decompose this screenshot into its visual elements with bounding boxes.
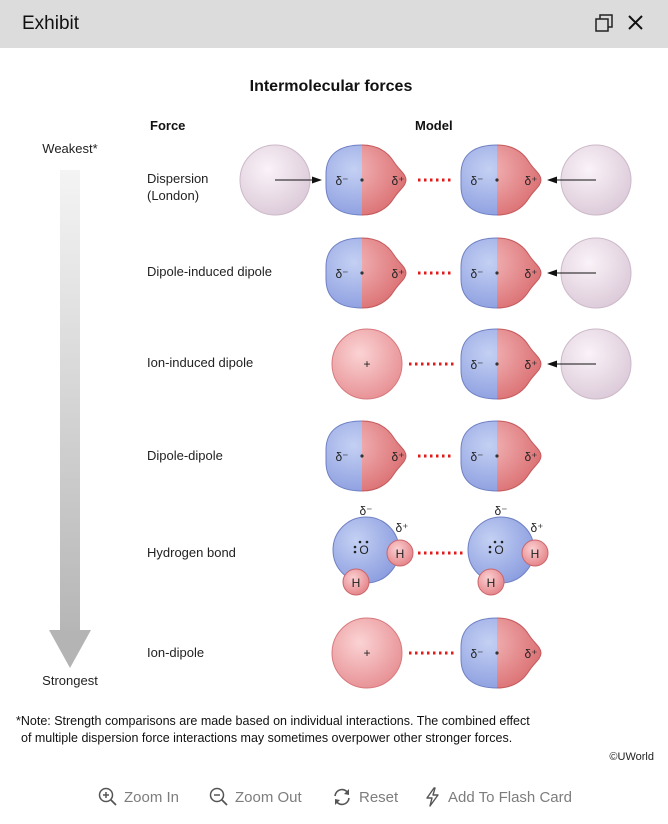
strength-arrow: [49, 170, 91, 668]
delta-minus-label: δ⁻: [470, 450, 483, 464]
delta-minus-label: δ⁻: [335, 267, 348, 281]
hydrogen-atom: [477, 568, 505, 596]
hydrogen-label: H: [487, 576, 496, 590]
zoom-out-icon: [209, 787, 228, 806]
lightning-bolt-icon: [426, 787, 439, 807]
force-column-header: Force: [150, 118, 185, 133]
row-label-hydrogen-bond: Hydrogen bond: [147, 545, 236, 560]
ion-induced-dipole-model: + δ⁻ δ⁺: [331, 328, 632, 400]
delta-minus-label: δ⁻: [359, 504, 372, 518]
row-label-ion-induced-dipole: Ion-induced dipole: [147, 355, 253, 370]
row-label-dipole-induced-dipole: Dipole-induced dipole: [147, 264, 272, 279]
close-icon: [628, 15, 643, 30]
intermolecular-forces-figure: Intermolecular forces Force Model Weakes…: [16, 78, 654, 763]
oxygen-label: O: [494, 543, 503, 557]
plus-label: +: [363, 646, 370, 660]
row-label-dispersion-line2: (London): [147, 188, 199, 203]
strongest-label: Strongest: [42, 673, 98, 688]
row-label-dipole-dipole: Dipole-dipole: [147, 448, 223, 463]
zoom-in-button[interactable]: Zoom In: [98, 784, 179, 810]
hydrogen-label: H: [396, 547, 405, 561]
plus-label: +: [363, 357, 370, 371]
restore-window-button[interactable]: [590, 10, 618, 38]
row-label-dispersion: Dispersion (London): [147, 171, 212, 203]
delta-plus-label: δ⁺: [391, 267, 404, 281]
delta-minus-label: δ⁻: [470, 267, 483, 281]
zoom-out-label: Zoom Out: [235, 788, 302, 806]
row-label-ion-dipole: Ion-dipole: [147, 645, 204, 660]
delta-plus-label: δ⁺: [391, 174, 404, 188]
row-label-dispersion-line1: Dispersion: [147, 171, 208, 186]
window-title: Exhibit: [22, 13, 80, 34]
hydrogen-label: H: [352, 576, 361, 590]
hydrogen-atom: [521, 539, 549, 567]
copyright: ©UWorld: [609, 751, 654, 763]
delta-plus-label: δ⁺: [524, 174, 537, 188]
delta-minus-label: δ⁻: [494, 504, 507, 518]
hydrogen-atom: [342, 568, 370, 596]
close-button[interactable]: [622, 10, 650, 38]
add-to-flash-card-button[interactable]: Add To Flash Card: [424, 784, 572, 810]
reset-button[interactable]: Reset: [331, 784, 398, 810]
note-line-2: of multiple dispersion force interaction…: [21, 731, 512, 745]
zoom-out-button[interactable]: Zoom Out: [209, 784, 302, 810]
delta-plus-label: δ⁺: [524, 647, 537, 661]
delta-plus-label: δ⁺: [524, 358, 537, 372]
hydrogen-label: H: [531, 547, 540, 561]
zoom-in-label: Zoom In: [124, 788, 180, 806]
dipole-induced-dipole-model: δ⁻ δ⁺ δ⁻ δ⁺: [326, 237, 632, 309]
hydrogen-bond-model: δ⁻ O H δ⁺ H δ⁻ O H δ⁺ H: [332, 504, 549, 596]
model-column-header: Model: [415, 118, 453, 133]
zoom-in-icon: [98, 787, 117, 806]
exhibit-toolbar: Zoom In Zoom Out Reset Add To Flash Card: [0, 778, 668, 814]
dispersion-model: δ⁻ δ⁺ δ⁻ δ⁺: [239, 144, 632, 216]
ion: [331, 617, 403, 689]
note-line-1: *Note: Strength comparisons are made bas…: [16, 714, 530, 728]
weakest-label: Weakest*: [42, 141, 97, 156]
delta-plus-label: δ⁺: [530, 521, 543, 535]
delta-minus-label: δ⁻: [335, 450, 348, 464]
figure-heading: Intermolecular forces: [250, 78, 413, 95]
hydrogen-atom: [386, 539, 414, 567]
delta-minus-label: δ⁻: [335, 174, 348, 188]
delta-plus-label: δ⁺: [524, 267, 537, 281]
ion: [331, 328, 403, 400]
delta-plus-label: δ⁺: [395, 521, 408, 535]
restore-window-icon: [595, 14, 613, 32]
delta-minus-label: δ⁻: [470, 647, 483, 661]
add-to-flash-card-label: Add To Flash Card: [448, 788, 572, 806]
reset-icon: [334, 788, 350, 806]
delta-plus-label: δ⁺: [524, 450, 537, 464]
reset-label: Reset: [359, 788, 399, 806]
dipole-dipole-model: δ⁻ δ⁺ δ⁻ δ⁺: [326, 421, 541, 491]
oxygen-label: O: [359, 543, 368, 557]
delta-minus-label: δ⁻: [470, 174, 483, 188]
delta-minus-label: δ⁻: [470, 358, 483, 372]
delta-plus-label: δ⁺: [391, 450, 404, 464]
ion-dipole-model: + δ⁻ δ⁺: [331, 617, 541, 689]
window-titlebar: Exhibit: [0, 0, 668, 48]
